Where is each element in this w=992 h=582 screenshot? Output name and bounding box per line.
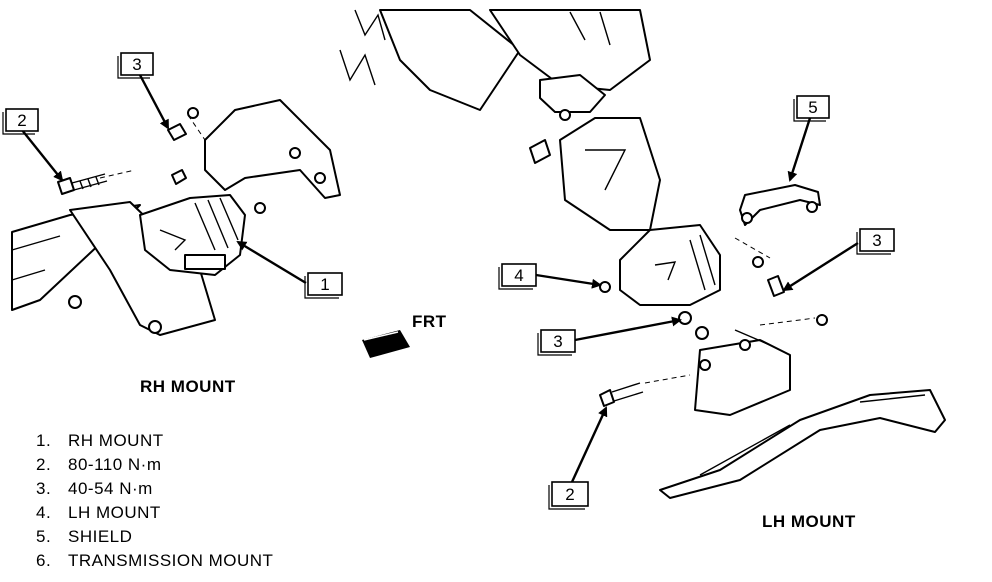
svg-text:1.: 1. [36, 431, 51, 450]
rh-bolt-2 [57, 173, 108, 195]
callout-3-lh-right: 3 [856, 228, 895, 255]
callout-2-lh: 2 [548, 481, 589, 510]
lh-engine-bracket [559, 117, 661, 231]
callout-3-rh: 3 [117, 52, 154, 79]
leader-lines [21, 74, 859, 483]
svg-text:4.: 4. [36, 503, 51, 522]
lh-mount-caption: LH MOUNT [762, 512, 856, 531]
legend-item: 6. TRANSMISSION MOUNT [36, 551, 273, 570]
svg-text:4: 4 [514, 266, 523, 285]
rh-mount-illustration [11, 99, 341, 336]
lh-mount-illustration [339, 9, 946, 499]
rh-engine-bracket [204, 99, 341, 199]
svg-text:2: 2 [17, 111, 26, 130]
rh-lower-bracket [69, 201, 216, 336]
legend-item: 5. SHIELD [36, 527, 132, 546]
rh-bolt-3 [167, 107, 199, 141]
callout-1-rh: 1 [304, 272, 343, 299]
svg-text:5: 5 [808, 98, 817, 117]
svg-text:3.: 3. [36, 479, 51, 498]
svg-text:SHIELD: SHIELD [68, 527, 132, 546]
svg-text:LH MOUNT: LH MOUNT [68, 503, 161, 522]
legend-item: 1. RH MOUNT [36, 431, 164, 450]
lh-crossmember [659, 389, 946, 499]
callout-3-lh-mid: 3 [537, 329, 576, 356]
legend-item: 3. 40-54 N·m [36, 479, 153, 498]
legend-item: 4. LH MOUNT [36, 503, 161, 522]
front-direction-arrow: FRT [362, 312, 447, 358]
lh-bolt-3-right [752, 256, 785, 297]
legend-item: 2. 80-110 N·m [36, 455, 162, 474]
lh-mount-body [619, 224, 721, 306]
svg-text:1: 1 [320, 275, 329, 294]
lh-shield [739, 184, 821, 226]
transmission-mount [694, 339, 791, 416]
legend: 1. RH MOUNT 2. 80-110 N·m 3. 40-54 N·m 4… [36, 431, 273, 570]
svg-text:3: 3 [872, 231, 881, 250]
svg-text:3: 3 [132, 55, 141, 74]
svg-text:6.: 6. [36, 551, 51, 570]
svg-text:TRANSMISSION MOUNT: TRANSMISSION MOUNT [68, 551, 273, 570]
lh-engine-block [379, 9, 521, 111]
svg-text:80-110 N·m: 80-110 N·m [68, 455, 162, 474]
svg-text:40-54 N·m: 40-54 N·m [68, 479, 153, 498]
lh-bolt-2 [599, 382, 644, 407]
svg-text:RH MOUNT: RH MOUNT [68, 431, 164, 450]
frt-label: FRT [412, 312, 447, 331]
callout-2-rh: 2 [2, 108, 39, 135]
callout-4-lh: 4 [498, 263, 537, 290]
svg-text:3: 3 [553, 332, 562, 351]
rh-mount-caption: RH MOUNT [140, 377, 236, 396]
svg-text:2: 2 [565, 485, 574, 504]
svg-text:2.: 2. [36, 455, 51, 474]
callout-5-lh: 5 [793, 95, 830, 122]
svg-text:5.: 5. [36, 527, 51, 546]
lh-bolt-3-mid [678, 311, 709, 340]
